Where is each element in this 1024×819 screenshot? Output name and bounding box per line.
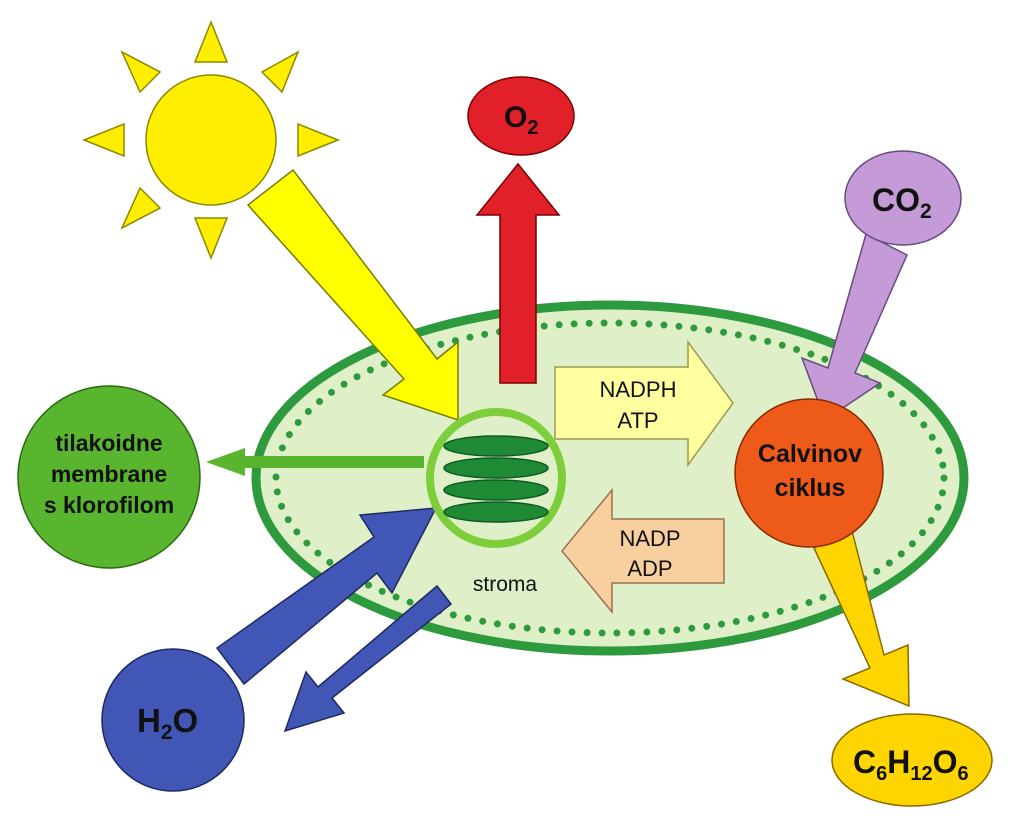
glucose-node	[831, 713, 993, 807]
co2-node	[844, 150, 962, 246]
tilakoid-node	[17, 385, 201, 569]
o2-label: O2	[504, 101, 538, 139]
chloroplast-inner-membrane	[272, 319, 948, 637]
thylakoid-stack	[426, 408, 566, 548]
o2-node	[467, 76, 575, 156]
nadp-adp-arrow	[561, 487, 725, 615]
glucose-arrow	[812, 529, 910, 708]
calvin-label-line2: ciklus	[775, 474, 846, 502]
co2-arrow	[800, 232, 908, 422]
h2o-node	[101, 648, 245, 792]
tilakoid-arrow	[206, 448, 424, 476]
glucose-label: C6H12O6	[853, 744, 969, 785]
nadph-label: NADPH	[599, 377, 676, 402]
tilakoid-label-line1: tilakoidne	[55, 430, 162, 456]
o2-arrow	[475, 162, 561, 384]
adp-label: ADP	[627, 556, 672, 581]
h2o-out-arrow	[283, 584, 453, 733]
nadp-label: NADP	[619, 526, 680, 551]
h2o-label: H2O	[137, 702, 198, 744]
h2o-arrow	[215, 507, 438, 686]
stroma-label: stroma	[473, 573, 538, 596]
tilakoid-label-line3: s klorofilom	[44, 492, 174, 518]
nadph-atp-arrow	[554, 339, 734, 468]
co2-label: CO2	[872, 182, 932, 223]
atp-label: ATP	[617, 408, 658, 433]
tilakoid-label-line2: membrane	[51, 461, 167, 487]
calvin-label-line1: Calvinov	[758, 440, 862, 468]
light-arrow	[246, 168, 459, 422]
calvin-cycle-node	[734, 398, 884, 548]
